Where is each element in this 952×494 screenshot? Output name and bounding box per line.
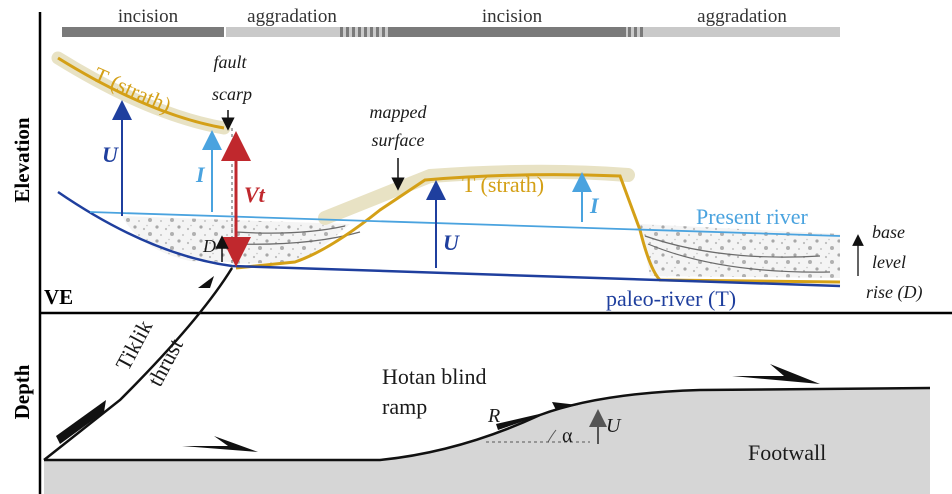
ramp-slip-arrow-left [182,436,258,452]
footwall-area [44,388,930,494]
fault-scarp-label-line1: fault [213,52,247,72]
alpha-arc [547,429,557,443]
u-ramp-label: U [606,415,622,437]
base-level-label-line1: base [872,222,905,242]
present-river-line [89,211,841,237]
ve-label: VE [44,285,73,309]
tiklik-slip-arrow [56,400,106,444]
i-label-left: I [195,162,206,187]
elevation-axis-label: Elevation [10,117,34,202]
base-level-label-line3: rise (D) [866,282,923,303]
depth-axis-label: Depth [10,364,34,419]
ramp-slip-arrow-r [496,402,578,430]
d-label: D [202,236,216,256]
vt-label: Vt [244,182,266,207]
base-level-label-line2: level [872,252,906,272]
sediment-fill-right [640,224,840,278]
mapped-surface-label-line1: mapped [370,102,428,122]
i-label-right: I [589,193,600,218]
sediment-fill-valley [232,220,350,264]
phase-bar [62,27,840,37]
alpha-label: α [562,425,573,447]
strath-line-left [57,56,225,130]
u-label-mid: U [443,230,460,255]
strath-label-left: T (strath) [90,62,175,118]
hotan-label-line2: ramp [382,394,427,419]
mapped-surface-label-line2: surface [372,130,425,150]
strath-line-right [235,173,841,284]
phase-bar-incision-2 [398,27,626,37]
r-label: R [487,405,500,427]
ramp-slip-arrow-right [732,364,820,384]
phase-bar-aggradation-1 [226,27,336,37]
phase-label-incision-2: incision [482,6,543,27]
sediment-fill-left [122,216,232,262]
u-label-left: U [102,142,119,167]
tiklik-tip-arrow [198,276,214,288]
phase-bar-incision-1 [62,27,224,37]
phase-label-aggradation-1: aggradation [247,6,337,27]
footwall-label: Footwall [748,440,826,465]
mapped-surface-halo [318,164,635,225]
paleo-river-label: paleo-river (T) [606,286,736,311]
phase-label-aggradation-2: aggradation [697,6,787,27]
fill-bedding-lines [235,225,831,273]
phase-label-incision-1: incision [118,6,179,27]
present-river-label: Present river [696,204,808,229]
strath-label-right: T (strath) [462,172,544,197]
phase-bar-aggradation-2 [648,27,840,37]
phase-bar-transition-1 [336,27,398,37]
phase-bar-transition-2 [626,27,648,37]
tiklik-thrust-line [43,267,234,461]
hotan-label-line1: Hotan blind [382,364,487,389]
fault-scarp-label-line2: scarp [212,84,252,104]
